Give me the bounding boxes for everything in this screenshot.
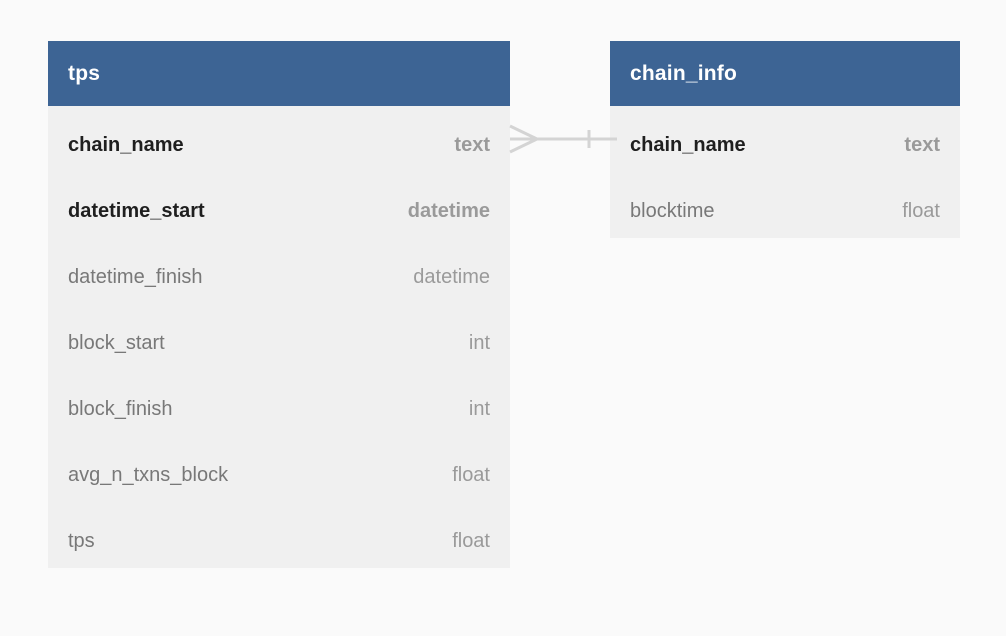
entity-tps-title: tps [68,61,101,85]
crows-foot-many-marker [509,124,538,154]
field-name: chain_name [630,133,746,156]
field-type: float [452,529,490,552]
field-name: avg_n_txns_block [68,463,229,486]
field-row[interactable]: datetime_finish datetime [48,244,510,310]
field-row[interactable]: chain_name text [610,112,960,178]
entity-tps-fields: chain_name text datetime_start datetime … [48,106,510,584]
entity-chain-info[interactable]: chain_info chain_name text blocktime flo… [610,41,960,238]
field-type: text [904,133,940,156]
entity-tps[interactable]: tps chain_name text datetime_start datet… [48,41,510,568]
field-row[interactable]: tps float [48,508,510,574]
entity-chain-info-title: chain_info [630,61,738,85]
field-row[interactable]: chain_name text [48,112,510,178]
entity-tps-header: tps [48,41,510,106]
field-type: datetime [413,265,490,288]
field-row[interactable]: avg_n_txns_block float [48,442,510,508]
field-name: block_start [68,331,165,354]
field-name: tps [68,529,95,552]
entity-chain-info-fields: chain_name text blocktime float [610,106,960,254]
field-type: float [902,199,940,222]
field-type: datetime [407,199,490,222]
entity-chain-info-header: chain_info [610,41,960,106]
relationship-tps-chain-info[interactable] [505,118,617,162]
field-name: datetime_finish [68,265,203,288]
field-row[interactable]: blocktime float [610,178,960,244]
field-name: block_finish [68,397,173,420]
field-name: datetime_start [68,199,205,222]
field-type: int [468,397,490,420]
field-name: blocktime [630,199,715,222]
field-row[interactable]: block_finish int [48,376,510,442]
field-name: chain_name [68,133,184,156]
field-type: text [454,133,490,156]
field-row[interactable]: datetime_start datetime [48,178,510,244]
field-type: int [468,331,490,354]
field-type: float [452,463,490,486]
field-row[interactable]: block_start int [48,310,510,376]
